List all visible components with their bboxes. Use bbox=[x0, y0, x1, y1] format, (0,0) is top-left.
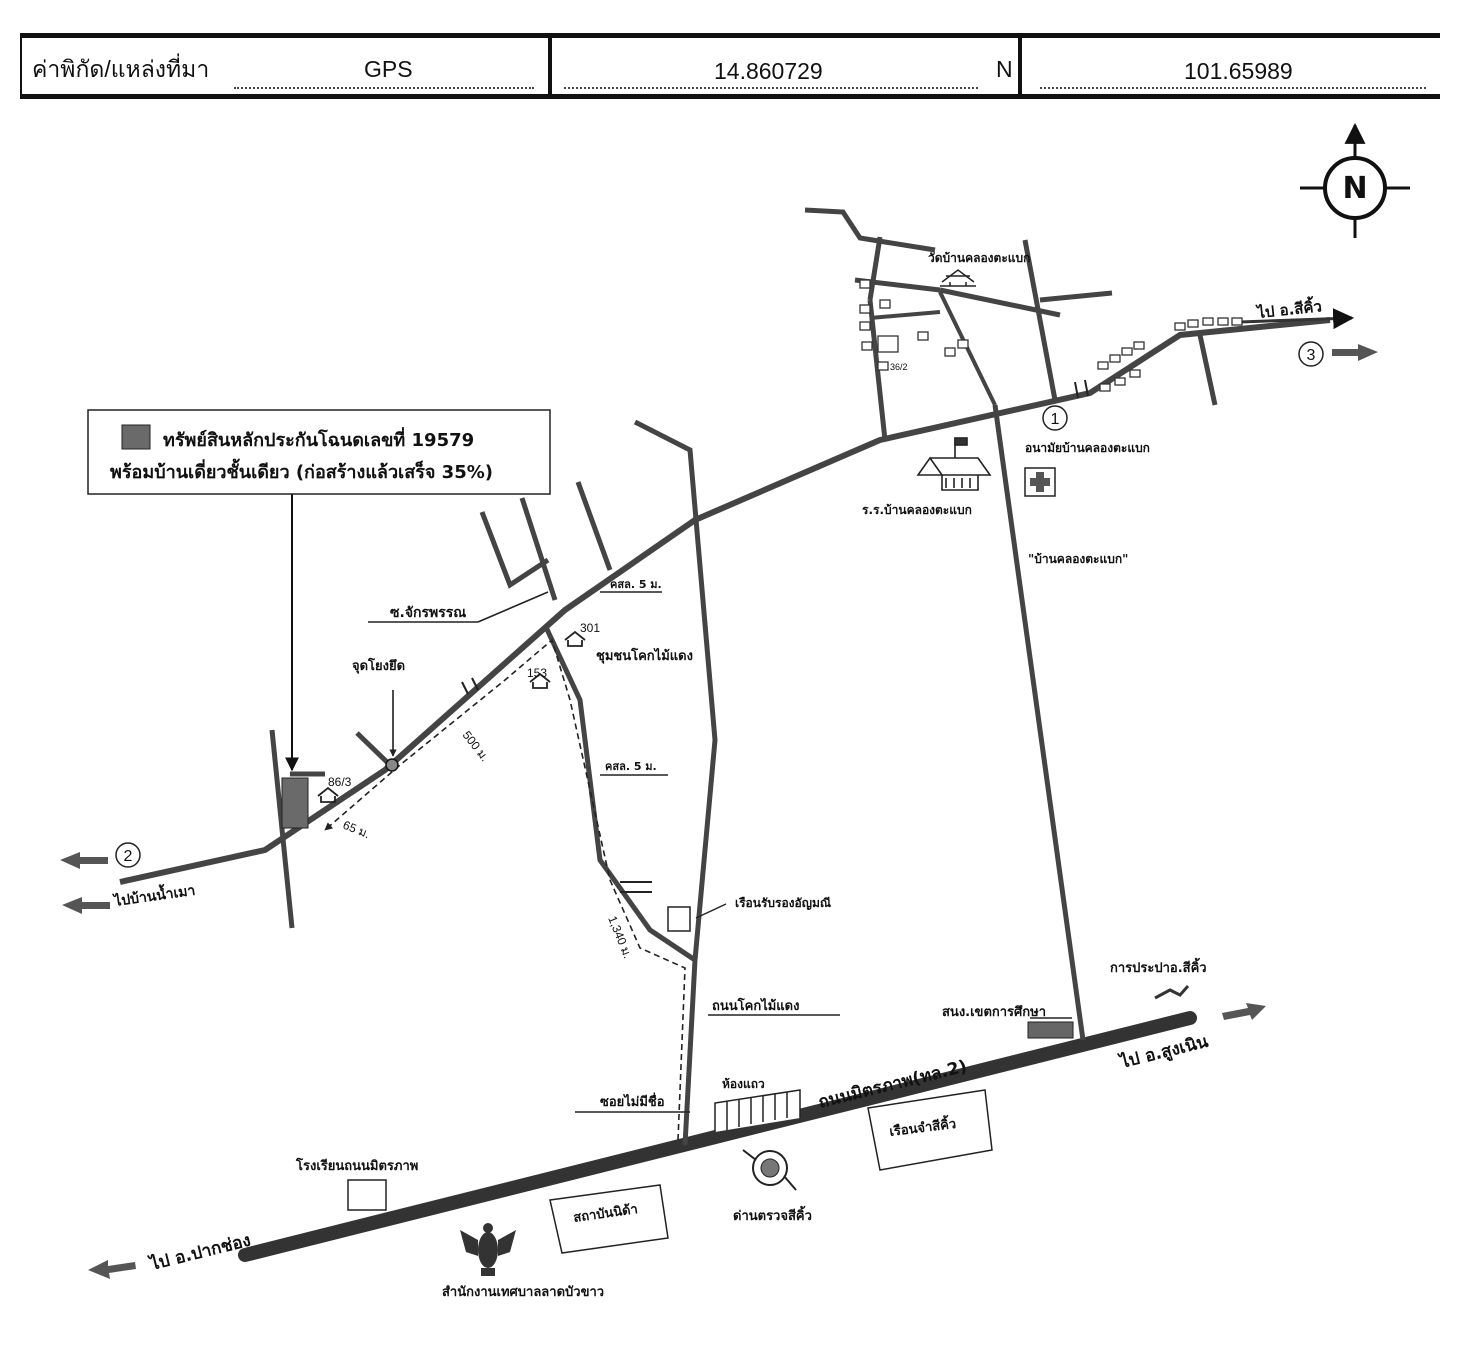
legend-line-1: ทรัพย์สินหลักประกันโฉนดเลขที่ 19579 bbox=[163, 427, 474, 451]
distance-65: 65 ม. bbox=[341, 818, 372, 841]
latitude-suffix: N bbox=[996, 56, 1013, 82]
prison-box bbox=[867, 1089, 993, 1171]
shophouses-label: ห้องแถว bbox=[722, 1077, 765, 1091]
edu-office-label: สนง.เขตการศึกษา bbox=[942, 1004, 1046, 1020]
latitude-value: 14.860729 bbox=[714, 58, 823, 84]
compass bbox=[1300, 122, 1410, 238]
to-pak-chong-label: ไป อ.ปากช่อง bbox=[146, 1230, 253, 1276]
village-north-south-road bbox=[992, 404, 1086, 1041]
reference-point-marker bbox=[385, 758, 399, 772]
health-center-label: อนามัยบ้านคลองตะแบก bbox=[1025, 441, 1150, 455]
house-153: 153 bbox=[527, 666, 547, 680]
legend-line-2: พร้อมบ้านเดี่ยวชั้นเดียว (ก่อสร้างแล้วเส… bbox=[110, 458, 493, 483]
institute-box bbox=[549, 1184, 669, 1254]
marker-2: 2 bbox=[124, 848, 133, 865]
unnamed-soi-label: ซอยไม่มีชื่อ bbox=[600, 1092, 665, 1110]
house-301: 301 bbox=[580, 621, 600, 635]
khok-mai-daeng-road-label: ถนนโคกไม้แดง bbox=[712, 997, 799, 1014]
legend-box bbox=[87, 409, 551, 495]
reference-point-label: จุดโยงยึด bbox=[352, 657, 405, 674]
health-center-icon bbox=[1024, 467, 1056, 497]
bank-label: เรือนรับรองอัญมณี bbox=[735, 896, 831, 910]
concrete-road-label-a: คสล. 5 ม. bbox=[610, 578, 662, 591]
dashed-route bbox=[324, 638, 686, 1141]
coordinate-label: ค่าพิกัด/แหล่งที่มา bbox=[32, 56, 210, 82]
police-emblem-icon bbox=[742, 1149, 797, 1191]
coordinate-source: GPS bbox=[364, 56, 413, 82]
police-checkpoint-label: ด่านตรวจสีคิ้ว bbox=[733, 1205, 812, 1224]
marker-1: 1 bbox=[1051, 411, 1060, 428]
direction-arrows bbox=[60, 344, 1378, 1279]
concrete-branch-road bbox=[542, 623, 697, 963]
concrete-road-label-b: คสล. 5 ม. bbox=[605, 760, 657, 773]
shophouses-icon bbox=[714, 1089, 801, 1132]
waterworks-label: การประปาอ.สีคิ้ว bbox=[1110, 957, 1207, 976]
school-mittraphap-label: โรงเรียนถนนมิตรภาพ bbox=[295, 1157, 418, 1174]
community-label: ชุมชนโคกไม้แดง bbox=[596, 647, 693, 664]
house-362: 36/2 bbox=[890, 362, 908, 372]
school-label: ร.ร.บ้านคลองตะแบก bbox=[862, 503, 972, 517]
property-cross-road bbox=[269, 729, 295, 929]
municipality-label: สำนักงานเทศบาลลาดบัวขาว bbox=[442, 1284, 604, 1300]
distance-500: 500 ม. bbox=[460, 728, 492, 764]
school-icon bbox=[916, 437, 992, 491]
temple-icon bbox=[940, 269, 976, 287]
school-mittraphap-box bbox=[347, 1179, 387, 1211]
village-label: "บ้านคลองตะแบก" bbox=[1028, 552, 1128, 566]
temple-label: วัดบ้านคลองตะแบก bbox=[928, 251, 1030, 265]
soi-chakraphan-label: ซ.จักรพรรณ bbox=[390, 605, 466, 621]
collateral-property bbox=[281, 777, 309, 829]
marker-3: 3 bbox=[1307, 347, 1316, 364]
garuda-emblem-icon bbox=[460, 1223, 516, 1276]
house-863: 86/3 bbox=[328, 775, 352, 789]
distance-1340: 1,340 ม. bbox=[605, 914, 635, 961]
coordinate-header: ค่าพิกัด/แหล่งที่มา GPS 14.860729 N 101.… bbox=[20, 33, 1440, 99]
khok-mai-daeng-road bbox=[633, 419, 718, 1146]
longitude-value: 101.65989 bbox=[1184, 58, 1293, 84]
mittraphap-road bbox=[238, 1011, 1197, 1262]
compass-letter: N bbox=[1342, 171, 1367, 206]
